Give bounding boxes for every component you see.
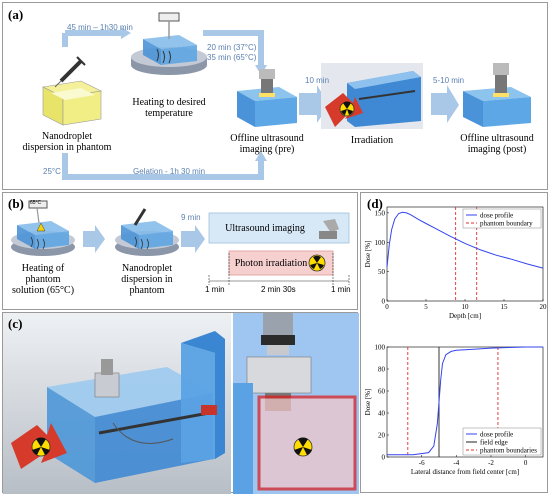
lateral-legend-label: dose profile [480, 431, 513, 439]
lateral-xlabel: Lateral distance from field center [cm] [411, 468, 519, 476]
lateral-ytick-label: 60 [378, 388, 386, 396]
depth-xtick-label: 10 [462, 303, 470, 311]
panel-c: (c) [2, 312, 359, 494]
irradiation-photo [321, 63, 423, 129]
depth-xtick-label: 15 [501, 303, 509, 311]
timeline-2min30: 2 min 30s [261, 285, 296, 294]
panel-b: (b) 65°C [2, 192, 358, 310]
label-pre-imaging: Offline ultrasound imaging (pre) [230, 133, 304, 155]
time-gelation: Gelation - 1h 30 min [133, 167, 206, 176]
time-cool-65: 35 min (65°C) [207, 53, 257, 62]
lateral-ytick-label: 20 [378, 432, 386, 440]
label-post-imaging: Offline ultrasound imaging (post) [460, 133, 534, 155]
syringe-icon [54, 56, 86, 88]
box-photon-irradiation: Photon irradiation [234, 258, 308, 269]
depth-ytick-label: 50 [378, 268, 386, 276]
depth-ytick-label: 100 [375, 239, 386, 247]
time-9min: 9 min [181, 213, 201, 222]
lateral-xtick-label: -2 [488, 459, 494, 467]
lateral-ytick-label: 0 [382, 454, 386, 462]
time-cool-37: 20 min (37°C) [207, 43, 257, 52]
pre-imaging-tank [237, 69, 297, 127]
lateral-ytick-label: 40 [378, 410, 386, 418]
post-imaging-tank [463, 63, 531, 127]
panel-b-tag: (b) [8, 196, 24, 211]
depth-xtick-label: 5 [424, 303, 428, 311]
timeline-1min-a: 1 min [205, 285, 225, 294]
time-5-10min: 5-10 min [433, 76, 465, 85]
label-irradiation: Irradiation [350, 135, 394, 146]
panel-c-graphics [3, 313, 359, 494]
time-10min: 10 min [305, 76, 330, 85]
panel-d-tag: (d) [367, 196, 383, 211]
lateral-xtick-label: -6 [419, 459, 425, 467]
depth-xtick-label: 20 [540, 303, 548, 311]
depth-legend-label: phantom boundary [480, 220, 533, 228]
label-heating-phantom: Heating of phantom solution (65°C) [11, 263, 75, 296]
depth-legend [462, 208, 542, 229]
lateral-xtick-label: -4 [453, 459, 459, 467]
depth-ytick-label: 150 [375, 209, 386, 217]
label-nanodroplet-dispersion: Nanodroplet dispersion in phantom [22, 131, 112, 153]
label-heating: Heating to desired temperature [132, 97, 206, 119]
box-ultrasound-imaging: Ultrasound imaging [225, 223, 305, 234]
lateral-ylabel: Dose [%] [364, 389, 372, 416]
depth-series-0 [386, 211, 544, 269]
lateral-ytick-label: 80 [378, 366, 386, 374]
depth-ylabel: Dose [%] [364, 241, 372, 268]
depth-xlabel: Depth [cm] [449, 312, 481, 320]
time-heating: 45 min – 1h30 min [67, 23, 133, 32]
depth-legend-label: dose profile [480, 212, 513, 220]
depth-ytick-label: 0 [382, 298, 386, 306]
panel-a: (a) [2, 2, 548, 190]
panel-c-tag: (c) [8, 316, 23, 331]
panel-a-tag: (a) [8, 7, 24, 22]
lateral-ytick-label: 100 [375, 344, 386, 352]
label-nanodroplet-b: Nanodroplet dispersion in phantom [121, 263, 173, 296]
thermometer-readout: 65°C [30, 200, 42, 206]
panel-a-graphics [42, 12, 531, 180]
time-25c: 25°C [43, 167, 61, 176]
heating-plate [131, 12, 207, 75]
panel-b-graphics [11, 200, 350, 285]
phantom-yellow-box [42, 80, 102, 126]
lateral-xtick-label: 0 [524, 459, 528, 467]
depth-xtick-label: 0 [385, 303, 389, 311]
lateral-series-0 [387, 346, 543, 456]
lateral-legend-label: phantom boundaries [480, 447, 537, 455]
lateral-legend-label: field edge [480, 439, 508, 447]
timeline-1min-b: 1 min [331, 285, 351, 294]
